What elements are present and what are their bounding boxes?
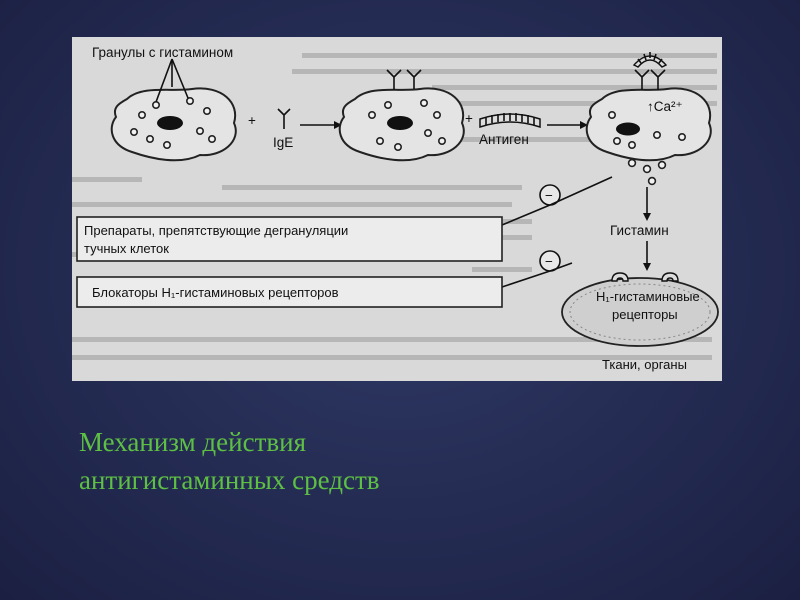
receptor-label-line2: рецепторы [612,307,678,322]
arrowhead-icon [643,213,651,221]
slide-title-line2: антигистаминных средств [79,465,380,495]
mast-cell-3 [585,52,712,186]
inhibition-line-2 [501,262,573,288]
ige-antibody-icon [277,108,291,129]
diagram-image: Гранулы с гистамином + IgE + [72,37,722,381]
drug-1-line1: Препараты, препятствующие дегрануляции [84,223,348,238]
slide-title-line1: Механизм действия [79,427,306,457]
arrowhead-icon [643,263,651,271]
plus-sign-2: + [465,111,473,126]
mast-cell-1 [110,87,237,162]
histamine-label: Гистамин [610,223,669,238]
drug-2-label: Блокаторы H₁-гистаминовых рецепторов [92,285,339,300]
receptor-icons [611,272,679,282]
mast-cell-2 [338,69,465,162]
arrowhead-icon [580,121,588,129]
granules-pointer-lines [155,58,189,103]
plus-sign-1: + [248,113,256,128]
drug-box-1 [76,216,503,262]
antigen-icon [479,113,541,129]
antigen-label: Антиген [479,132,529,147]
slide-title: Механизм действия антигистаминных средст… [79,423,719,499]
minus-sign-2: − [545,254,553,269]
arrowhead-icon [334,121,342,129]
minus-sign-1: − [545,188,553,203]
tissue-label: Ткани, органы [602,357,687,372]
drug-box-2 [76,276,503,308]
mechanism-diagram: Гранулы с гистамином + IgE + [72,45,719,372]
tissue-oval [561,277,719,347]
drug-1-line2: тучных клеток [84,241,169,256]
inhibition-line-1 [501,176,613,226]
receptor-label-line1: H₁-гистаминовые [596,289,700,304]
granules-label: Гранулы с гистамином [92,45,233,60]
calcium-label: ↑Ca²⁺ [647,99,683,114]
ige-label: IgE [273,135,293,150]
